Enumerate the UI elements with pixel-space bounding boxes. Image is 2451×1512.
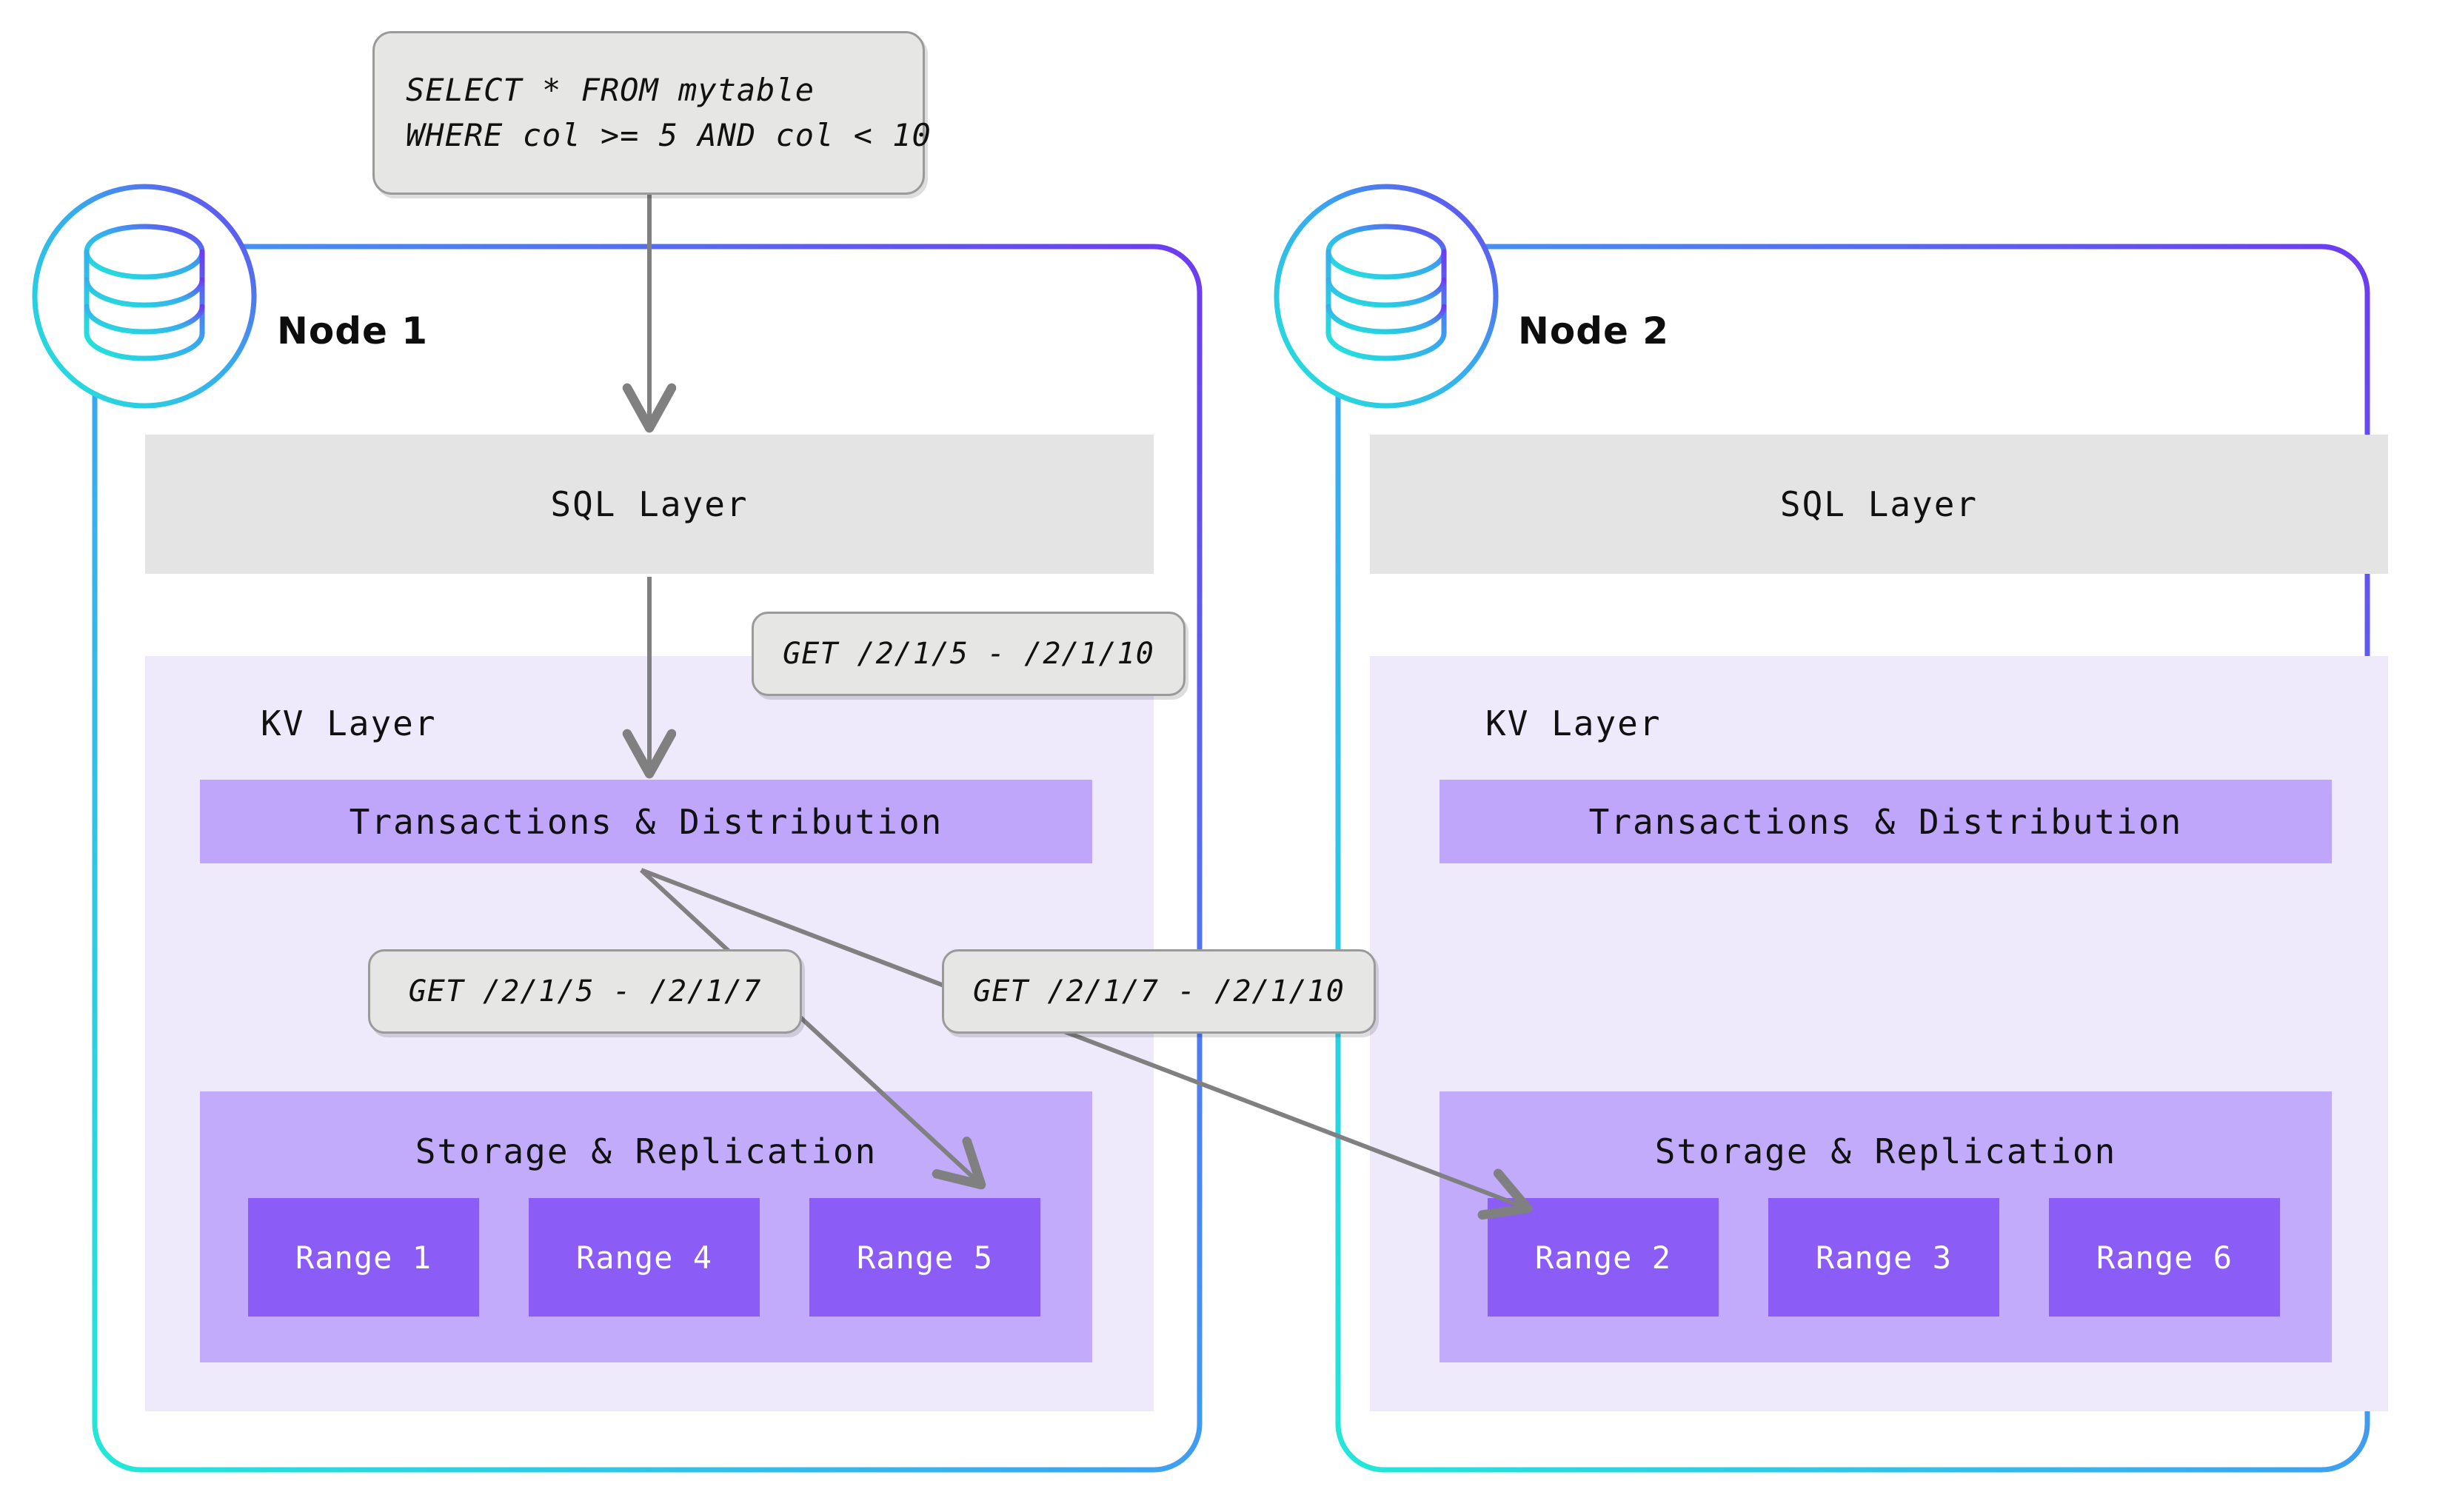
node-1-kv-layer-label: KV Layer <box>261 703 437 743</box>
node-1-transactions-label: Transactions & Distribution <box>349 801 943 842</box>
callout-kv-to-local-range-label: GET /2/1/5 - /2/1/7 <box>408 974 762 1008</box>
node-2-title: Node 2 <box>1518 310 1670 352</box>
database-cylinder-icon <box>84 224 205 361</box>
node-2-kv-layer-label: KV Layer <box>1485 703 1662 743</box>
node-2-storage-label: Storage & Replication <box>1654 1131 2117 1171</box>
node-2-transactions-label: Transactions & Distribution <box>1588 801 2183 842</box>
node-2-range-1: Range 3 <box>1768 1198 1999 1317</box>
arrow-transactions-to-range5 <box>639 868 981 1185</box>
node-2-sql-layer: SQL Layer <box>1370 435 2388 574</box>
callout-kv-to-remote-range-label: GET /2/1/7 - /2/1/10 <box>973 974 1345 1008</box>
node-1-storage-label: Storage & Replication <box>415 1131 877 1171</box>
node-1-range-1-label: Range 4 <box>575 1239 712 1276</box>
node-1-range-0: Range 1 <box>248 1198 479 1317</box>
node-2-badge <box>1274 184 1499 409</box>
node-1-title: Node 1 <box>277 310 429 352</box>
database-cylinder-icon <box>1325 224 1447 361</box>
node-1-sql-layer-label: SQL Layer <box>550 484 749 524</box>
node-2-range-1-label: Range 3 <box>1815 1239 1952 1276</box>
node-2-transactions-bar: Transactions & Distribution <box>1439 780 2332 863</box>
node-1-transactions-bar: Transactions & Distribution <box>200 780 1092 863</box>
node-1-sql-layer: SQL Layer <box>145 435 1154 574</box>
node-1-range-0-label: Range 1 <box>295 1239 432 1276</box>
sql-query-line-2: WHERE col >= 5 AND col < 10 <box>406 116 932 153</box>
node-1-range-2-label: Range 5 <box>856 1239 993 1276</box>
callout-kv-to-local-range: GET /2/1/5 - /2/1/7 <box>368 949 802 1034</box>
node-1-badge <box>32 184 257 409</box>
callout-sql-to-kv-label: GET /2/1/5 - /2/1/10 <box>783 637 1154 671</box>
node-2-sql-layer-label: SQL Layer <box>1779 484 1979 524</box>
node-1-range-2: Range 5 <box>809 1198 1040 1317</box>
node-1-range-1: Range 4 <box>529 1198 760 1317</box>
callout-kv-to-remote-range: GET /2/1/7 - /2/1/10 <box>942 949 1376 1034</box>
arrow-transactions-to-range2 <box>640 868 1528 1208</box>
node-2-range-2-label: Range 6 <box>2096 1239 2233 1276</box>
sql-query-line-1: SELECT * FROM mytable <box>406 71 815 108</box>
callout-sql-to-kv: GET /2/1/5 - /2/1/10 <box>752 612 1186 696</box>
sql-query-box: SELECT * FROM mytable WHERE col >= 5 AND… <box>372 31 931 195</box>
node-2-range-0-label: Range 2 <box>1534 1239 1671 1276</box>
node-2-range-2: Range 6 <box>2049 1198 2280 1317</box>
